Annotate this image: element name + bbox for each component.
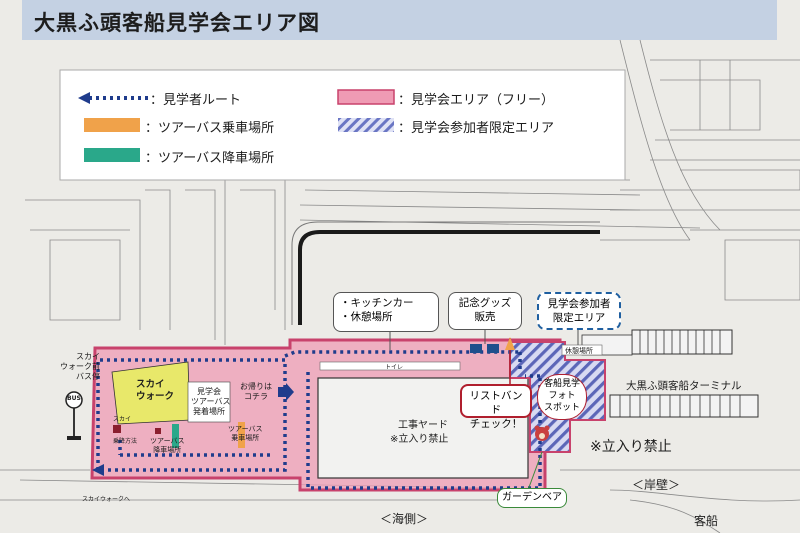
legend-board-swatch [84, 118, 140, 132]
legend-board-label: ：ツアーバス乗車場所 [145, 121, 275, 136]
skywalk-bus-label-3: バス停 [76, 372, 100, 381]
visitor-route [96, 350, 542, 490]
limited-label-1: 見学会参加者 [547, 298, 611, 310]
page-title: 大黒ふ頭客船見学会エリア図 [34, 11, 320, 35]
small-marker [113, 425, 121, 433]
tour-alight-label: ツアーバス 降車場所 [150, 437, 185, 455]
skywalk-road-label: スカイウォークへ [82, 496, 131, 503]
route-arrow [92, 464, 104, 476]
rest-label: ・休憩場所 [340, 311, 393, 323]
skywalk-label-2: ウォーク [136, 391, 175, 402]
photo-label-1: 客船見学 [543, 379, 580, 389]
tour-depart-box [187, 381, 231, 423]
legend-free-label: ：見学会エリア（フリー） [398, 93, 555, 108]
terminal-label: 大黒ふ頭客船ターミナル [626, 380, 742, 392]
construction-warning: ※立入り禁止 [390, 434, 449, 445]
road-edge [291, 221, 600, 325]
rest-station-label: 休憩場所 [565, 347, 593, 355]
bear-icon [527, 425, 550, 491]
kitchen-rest-callout: ・キッチンカー ・休憩場所 [333, 292, 439, 332]
passenger-side-label: 乗降方法 [113, 438, 138, 445]
skywalk-bus-label-2: ウォーク前 [60, 362, 100, 371]
exit-arrow-icon [278, 383, 294, 401]
toilet-strip [319, 361, 461, 371]
skywalk-label-1: スカイ [136, 379, 165, 390]
skywalk-label: スカイ ウォーク [136, 379, 174, 403]
legend-route-arrow [78, 92, 90, 104]
skywalk-bus-stop-label: スカイ ウォーク前 バス停 [60, 352, 100, 382]
ship-label: 客船 [694, 514, 719, 528]
no-entry-label: ※立入り禁止 [590, 439, 672, 455]
tour-alight-label-1: ツアーバス [150, 437, 185, 445]
legend-route-label: ：見学者ルート [150, 93, 242, 108]
goods-callout: 記念グッズ 販売 [448, 292, 522, 330]
legend-limited-label: ：見学会参加者限定エリア [398, 121, 555, 136]
wristband-callout: リストバンド チェック！ [460, 384, 532, 430]
construction-label: 工事ヤード [398, 420, 448, 431]
legend-alight-label: ：ツアーバス降車場所 [145, 151, 275, 166]
return-label-1: お帰りは [240, 382, 272, 391]
title-band [22, 0, 777, 40]
tour-board-label: ツアーバス 乗車場所 [228, 425, 263, 443]
terminal-building [581, 329, 759, 418]
main-road [298, 230, 600, 325]
skywalk-bus-label-1: スカイ [76, 352, 100, 361]
wristband-label-1: リストバンド [469, 390, 523, 416]
tour-depart-label-3: 発着場所 [193, 407, 225, 416]
return-label: お帰りは コチラ [240, 382, 272, 402]
goods-label-2: 販売 [474, 311, 496, 323]
skywalk-small-label: スカイ [113, 416, 132, 423]
board-spot [238, 422, 245, 448]
limited-area-callout: 見学会参加者 限定エリア [537, 292, 621, 330]
small-marker [155, 428, 161, 434]
wristband-marker-icon [505, 337, 515, 386]
tour-board-label-2: 乗車場所 [231, 434, 260, 442]
kitchen-label: ・キッチンカー [340, 297, 414, 309]
goods-marker [470, 344, 482, 353]
toilet-label: トイレ [385, 364, 404, 371]
goods-marker [487, 344, 499, 353]
legend-box [59, 69, 626, 181]
sea-side-label: ＜海側＞ [380, 512, 429, 526]
alight-spot [172, 424, 179, 448]
goods-label-1: 記念グッズ [458, 297, 512, 309]
photo-label-3: スポット [543, 403, 580, 413]
tour-alight-label-2: 降車場所 [153, 446, 182, 454]
limited-label-2: 限定エリア [552, 312, 606, 324]
base-map-lines [0, 39, 800, 533]
photo-label-2: フォト [548, 391, 576, 401]
quay-label: ＜岸壁＞ [632, 478, 681, 492]
tour-depart-label-2: ツアーバス [191, 397, 231, 406]
legend-alight-swatch [84, 148, 140, 162]
garden-bear-callout: ガーデンベア [497, 488, 567, 508]
legend-limited-swatch [338, 118, 394, 132]
bus-stop-icon [65, 391, 83, 440]
photo-spot-callout: 客船見学 フォト スポット [537, 374, 587, 420]
tour-board-label-1: ツアーバス [228, 425, 263, 433]
tour-depart-label-1: 見学会 [197, 387, 221, 396]
rest-station-strip [561, 344, 603, 356]
return-label-2: コチラ [244, 392, 268, 401]
garden-label: ガーデンベア [502, 492, 562, 503]
wristband-label-2: チェック！ [469, 418, 523, 430]
legend-free-swatch [337, 89, 395, 105]
tour-depart-label: 見学会 ツアーバス 発着場所 [191, 387, 231, 417]
bus-icon-label: BUS [67, 395, 81, 402]
